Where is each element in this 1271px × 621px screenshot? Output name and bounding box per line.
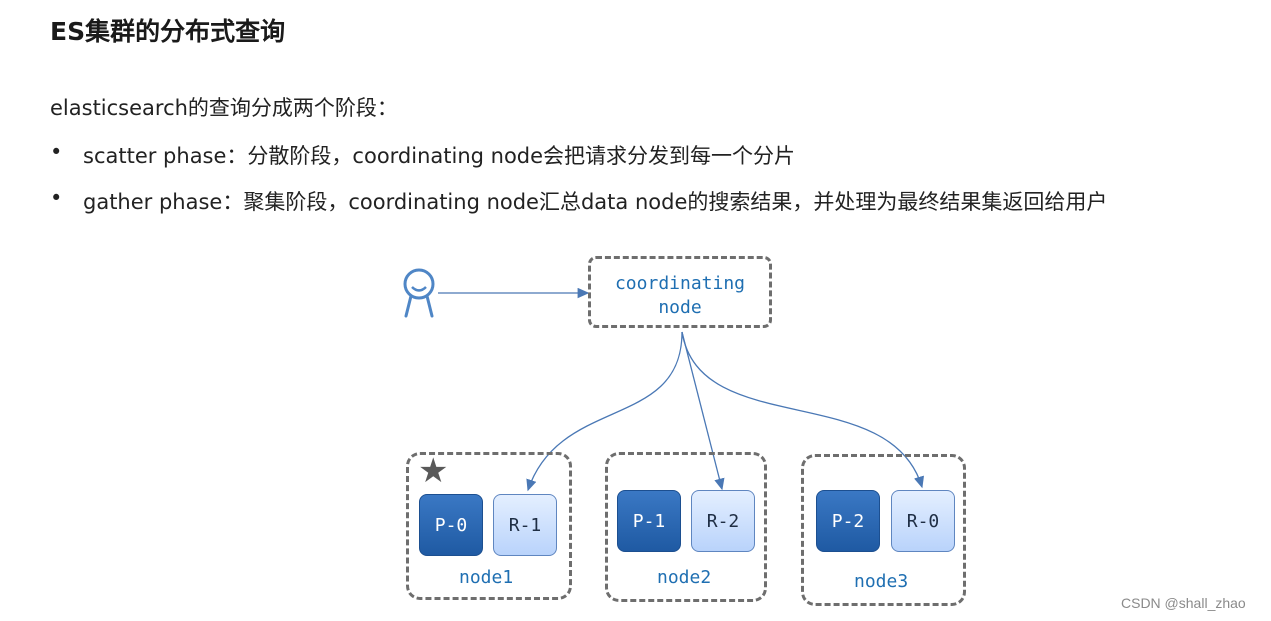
node2-label: node2 [657,567,712,588]
watermark: CSDN @shall_zhao [1121,595,1246,611]
intro-text: elasticsearch的查询分成两个阶段： [50,96,398,120]
shard-p0: P-0 [419,494,483,556]
coordinating-node-box [588,256,772,328]
shard-p1: P-1 [617,490,681,552]
bullet-scatter-text: scatter phase：分散阶段，coordinating node会把请求… [83,144,796,168]
node3-box [801,454,966,606]
coordinating-node-label: coordinating node [588,272,772,320]
shard-p2: P-2 [816,490,880,552]
coordinating-label-line1: coordinating [614,273,746,294]
shard-r2: R-2 [691,490,755,552]
bullet-dot: • [50,140,63,164]
user-icon [403,268,435,318]
star-icon: ★ [418,451,449,491]
node2-box [605,452,767,602]
bullet-gather-text: gather phase：聚集阶段，coordinating node汇总dat… [83,190,1108,214]
page-title: ES集群的分布式查询 [50,17,286,46]
node3-label: node3 [854,571,909,592]
node1-box [406,452,572,600]
bullet-dot: • [50,186,63,210]
node1-label: node1 [459,567,514,588]
coordinating-label-line2: node [658,297,702,318]
shard-r1: R-1 [493,494,557,556]
shard-r0: R-0 [891,490,955,552]
